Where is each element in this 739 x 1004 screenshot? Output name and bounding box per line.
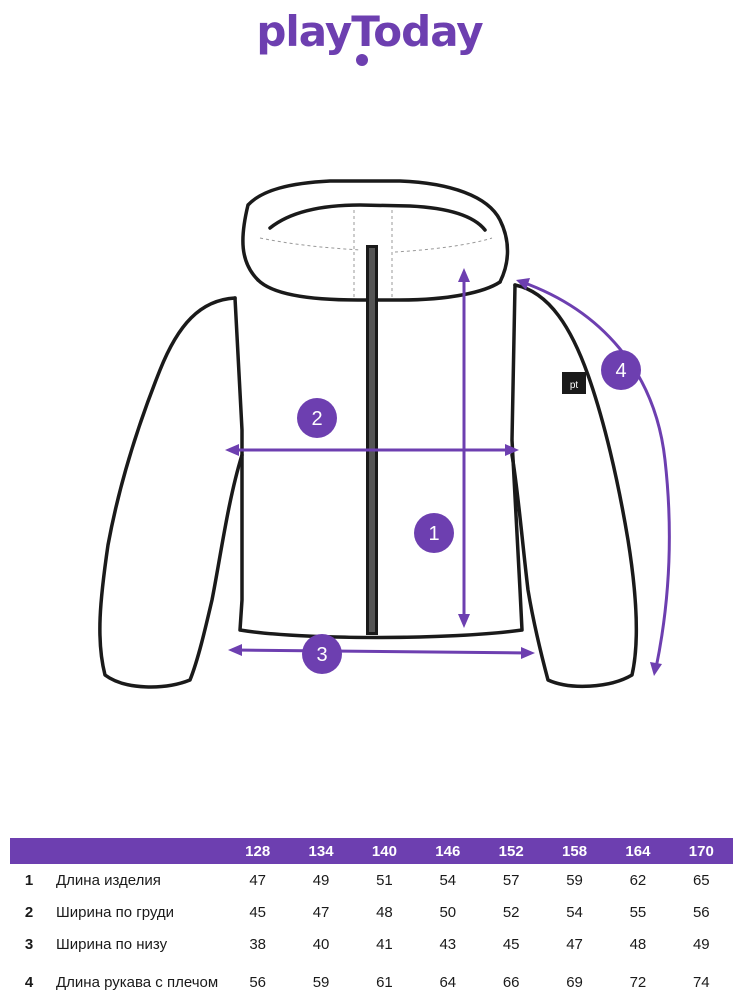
table-cell: 47	[566, 935, 583, 953]
table-cell: 47	[312, 903, 330, 921]
table-row: 4 Длина рукава с плечом 56 59 61 64 66 6…	[10, 960, 733, 1004]
row-number: 2	[24, 903, 34, 921]
table-cell: 56	[249, 973, 267, 991]
measure-line-3	[234, 648, 529, 655]
measure-arrowhead	[521, 647, 535, 659]
table-cell: 43	[439, 935, 457, 953]
measure-arrowhead	[650, 662, 662, 676]
marker-3: 3	[302, 634, 342, 674]
measure-arrowhead	[228, 644, 242, 656]
stitch-lines	[259, 210, 493, 298]
jacket-right-sleeve	[510, 283, 639, 689]
measure-arrowhead	[458, 614, 470, 628]
table-cell: 61	[376, 973, 393, 991]
svg-text:1: 1	[428, 523, 439, 545]
jacket-hood	[241, 179, 510, 284]
size-header: 152	[479, 838, 543, 864]
table-cell: 45	[249, 903, 267, 921]
table-cell: 57	[502, 871, 520, 889]
measure-name: Длина рукава с плечом	[56, 973, 219, 991]
size-header: 170	[669, 838, 733, 864]
svg-text:2: 2	[311, 408, 322, 430]
jacket-hood-inner	[268, 203, 487, 232]
table-cell: 40	[312, 935, 330, 953]
svg-text:4: 4	[615, 360, 626, 382]
measure-arrowhead	[225, 444, 239, 456]
size-table: 128 134 140 146 152 158 164 170 1 Длина …	[10, 838, 733, 1004]
measure-line-4	[521, 280, 671, 669]
measure-arrowhead	[505, 444, 519, 456]
table-cell: 48	[376, 903, 393, 921]
size-header: 140	[352, 838, 417, 864]
measure-arrowhead	[516, 278, 530, 290]
table-cell: 38	[249, 935, 267, 953]
table-cell: 62	[629, 871, 647, 889]
table-cell: 74	[692, 973, 710, 991]
measure-arrowhead	[458, 268, 470, 282]
jacket-left-sleeve	[98, 296, 244, 689]
table-row: 2 Ширина по груди 45 47 48 50 52 54 55 5…	[10, 896, 733, 928]
table-cell: 51	[376, 871, 393, 889]
table-cell: 50	[439, 903, 457, 921]
marker-4: 4	[601, 350, 641, 390]
table-cell: 41	[376, 935, 393, 953]
table-row: 1 Длина изделия 47 49 51 54 57 59 62 65	[10, 864, 733, 896]
table-cell: 59	[312, 973, 330, 991]
table-cell: 59	[566, 871, 583, 889]
jacket-collar	[256, 278, 502, 302]
row-number: 1	[24, 871, 34, 889]
table-cell: 64	[439, 973, 457, 991]
measure-name: Ширина по груди	[56, 903, 175, 921]
brand-logo-text: playToday	[256, 7, 483, 56]
jacket-zipper-core	[369, 248, 375, 632]
svg-text:3: 3	[316, 644, 327, 666]
table-cell: 49	[692, 935, 710, 953]
jacket-body	[233, 283, 524, 640]
measurement-lines	[225, 268, 671, 676]
header-blank	[10, 838, 48, 864]
brand-logo: playToday	[0, 6, 739, 58]
table-cell: 52	[502, 903, 520, 921]
table-cell: 54	[566, 903, 583, 921]
table-cell: 72	[629, 973, 647, 991]
jacket-diagram: pt 1 2 3 4	[98, 179, 671, 689]
table-cell: 55	[629, 903, 647, 921]
table-cell: 66	[502, 973, 520, 991]
brand-logo-dot	[356, 54, 368, 66]
size-header-row: 128 134 140 146 152 158 164 170	[10, 838, 733, 864]
table-cell: 65	[692, 871, 710, 889]
table-cell: 45	[502, 935, 520, 953]
table-row: 3 Ширина по низу 38 40 41 43 45 47 48 49	[10, 928, 733, 960]
table-cell: 69	[566, 973, 583, 991]
sleeve-tag	[562, 372, 586, 394]
size-header: 128	[226, 838, 290, 864]
size-header: 134	[289, 838, 353, 864]
header-blank	[48, 838, 226, 864]
marker-1: 1	[414, 513, 454, 553]
table-cell: 47	[249, 871, 267, 889]
table-cell: 49	[312, 871, 330, 889]
table-cell: 54	[439, 871, 457, 889]
marker-2: 2	[297, 398, 337, 438]
size-header: 146	[416, 838, 480, 864]
measure-name: Длина изделия	[56, 871, 161, 889]
table-cell: 56	[692, 903, 710, 921]
measure-name: Ширина по низу	[56, 935, 168, 953]
sleeve-tag-text: pt	[570, 380, 579, 391]
jacket-outline	[98, 179, 639, 689]
row-number: 3	[24, 935, 34, 953]
size-header: 164	[606, 838, 670, 864]
size-header: 158	[542, 838, 607, 864]
table-cell: 48	[629, 935, 647, 953]
row-number: 4	[24, 973, 34, 991]
